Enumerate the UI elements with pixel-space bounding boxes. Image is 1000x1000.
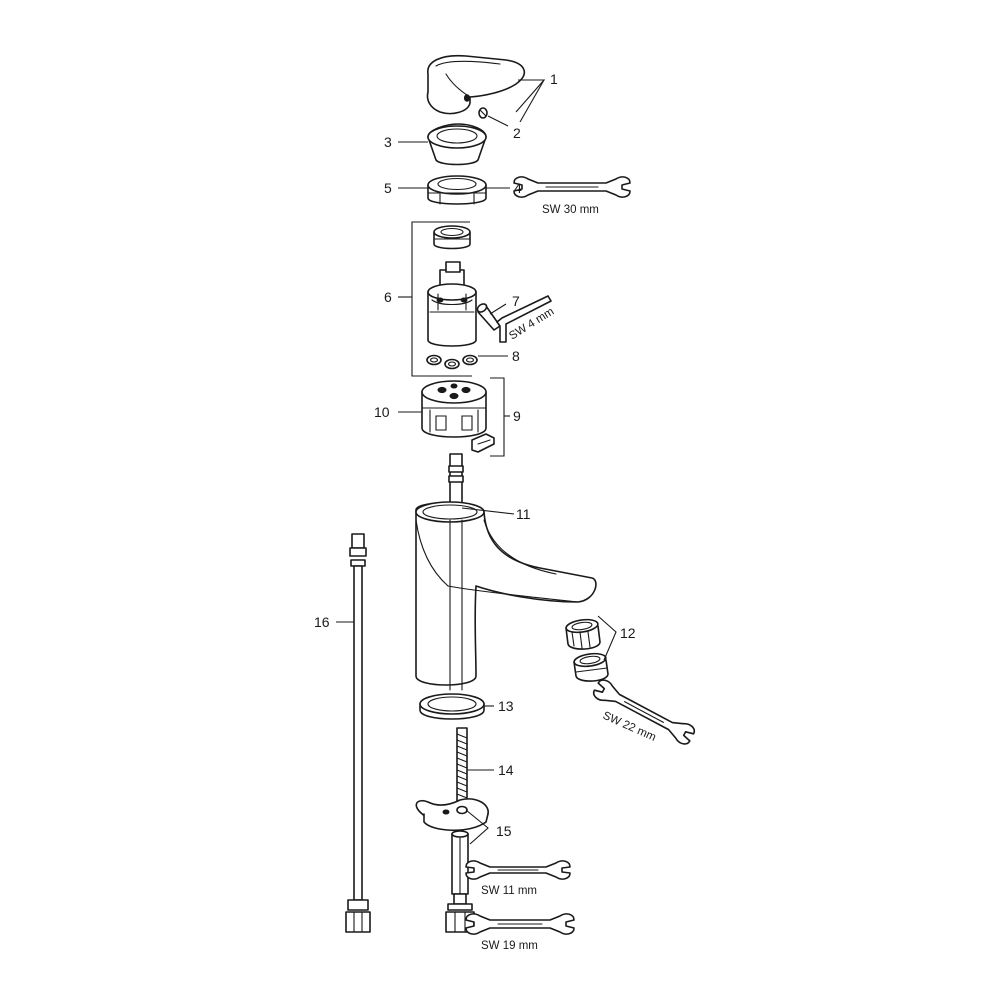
wrench-sw22-icon: [592, 679, 696, 745]
cartridge-assembly: [427, 225, 477, 347]
label-sw11: SW 11 mm: [481, 885, 537, 897]
wrench-sw30-icon: [513, 176, 631, 198]
o-ring-set: [426, 354, 478, 370]
label-part-9: 9: [513, 408, 521, 424]
label-part-14: 14: [498, 762, 514, 778]
limiter-clip: [471, 433, 495, 453]
fixing-bracket: [415, 798, 489, 832]
nut-sleeve: [451, 830, 469, 895]
label-part-16: 16: [314, 614, 330, 630]
fixing-screw: [476, 303, 501, 331]
base-gasket: [419, 693, 485, 720]
label-part-12: 12: [620, 625, 636, 641]
leader-lines: [336, 79, 617, 845]
label-part-4: 4: [514, 180, 522, 196]
threaded-rod: [456, 727, 468, 809]
label-sw19: SW 19 mm: [481, 940, 538, 952]
cartridge-nut: [427, 175, 487, 205]
label-part-3: 3: [384, 134, 392, 150]
base-plate: [421, 380, 487, 438]
label-part-8: 8: [512, 348, 520, 364]
label-part-7: 7: [512, 293, 520, 309]
label-part-11: 11: [516, 506, 531, 522]
aerator: [565, 618, 609, 682]
handle-lever: [426, 54, 526, 115]
label-part-5: 5: [384, 180, 392, 196]
label-part-15: 15: [496, 823, 512, 839]
mixer-body: [415, 453, 597, 691]
label-sw30: SW 30 mm: [542, 204, 599, 216]
part-numbers: 1 2 3 4 5 6 7 8 9 10 11 12 13 14 15 16: [314, 71, 636, 839]
set-screw: [478, 107, 488, 119]
label-part-1: 1: [550, 71, 558, 87]
wrench-sw19-icon: [465, 913, 575, 935]
supply-hose-left: [345, 533, 371, 933]
label-part-10: 10: [374, 404, 390, 420]
allen-key-sw4-icon: [496, 295, 552, 343]
cover-cap: [427, 123, 487, 166]
label-part-6: 6: [384, 289, 392, 305]
label-part-2: 2: [513, 125, 521, 141]
wrench-sw11-icon: [465, 860, 571, 880]
label-part-13: 13: [498, 698, 514, 714]
